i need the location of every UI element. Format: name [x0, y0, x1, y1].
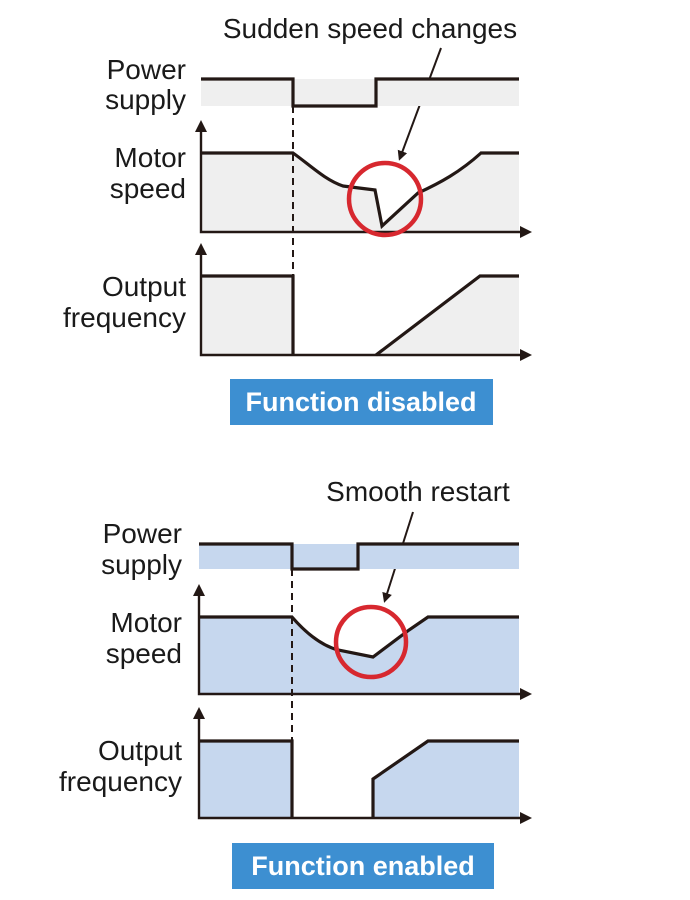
output-frequency-x-arrow	[520, 349, 532, 361]
power-supply-trace	[201, 77, 519, 108]
motor-speed-x-arrow-enabled	[520, 688, 532, 700]
output-frequency-label-line1: Output	[102, 271, 186, 302]
output-frequency-area	[201, 276, 519, 355]
power-supply-trace-enabled	[199, 542, 519, 571]
enabled-panel: Smooth restart Power supply Motor speed …	[59, 476, 532, 889]
power-supply-band	[201, 79, 519, 106]
motor-speed-y-arrow-enabled	[193, 584, 205, 596]
output-frequency-label-line2: frequency	[63, 302, 186, 333]
motor-speed-label-line2-enabled: speed	[106, 638, 182, 669]
callout-smooth-restart: Smooth restart	[326, 476, 510, 507]
output-frequency-trace-after	[375, 274, 519, 357]
callout-sudden-speed-changes: Sudden speed changes	[223, 13, 517, 44]
function-enabled-badge-text: Function enabled	[251, 851, 475, 881]
function-enabled-badge	[232, 843, 494, 889]
motor-speed-label-line1-enabled: Motor	[110, 607, 182, 638]
function-disabled-badge-text: Function disabled	[245, 387, 476, 417]
output-frequency-axes	[199, 249, 526, 357]
motor-speed-axes	[199, 126, 526, 234]
output-frequency-y-arrow	[195, 243, 207, 255]
motor-speed-axes-enabled	[197, 590, 526, 696]
output-frequency-trace-after-enabled	[371, 739, 519, 818]
power-supply-label-line1: Power	[107, 54, 186, 85]
output-frequency-y-arrow-enabled	[193, 707, 205, 719]
motor-speed-label-line2: speed	[110, 173, 186, 204]
motor-speed-x-arrow	[520, 226, 532, 238]
power-supply-label-line2: supply	[105, 84, 186, 115]
motor-speed-area	[201, 153, 519, 232]
output-frequency-label-line1-enabled: Output	[98, 735, 182, 766]
motor-speed-label-line1: Motor	[114, 142, 186, 173]
function-disabled-badge	[230, 379, 493, 425]
highlight-circle	[346, 160, 424, 238]
power-supply-label-line2-enabled: supply	[101, 549, 182, 580]
motor-speed-trace	[201, 151, 519, 230]
power-supply-label-line1-enabled: Power	[103, 518, 182, 549]
output-frequency-axes-enabled	[197, 713, 526, 820]
motor-speed-trace-enabled	[199, 615, 519, 659]
highlight-circle-enabled	[333, 604, 409, 680]
output-frequency-label-line2-enabled: frequency	[59, 766, 182, 797]
motor-speed-y-arrow	[195, 120, 207, 132]
output-frequency-x-arrow-enabled	[520, 812, 532, 824]
output-frequency-area-enabled	[199, 741, 519, 818]
disabled-panel: Sudden speed changes Power supply Motor …	[63, 13, 532, 425]
